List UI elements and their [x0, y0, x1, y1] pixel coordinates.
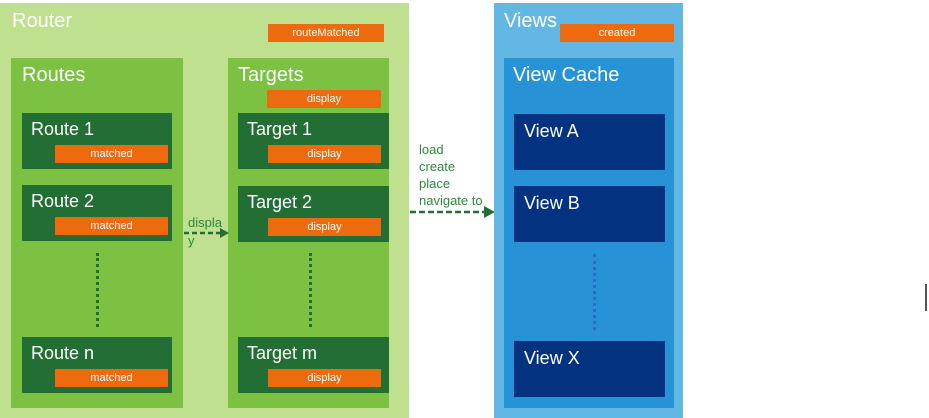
route-matched-event-tag: routeMatched: [268, 24, 384, 42]
display-edge-label-line1: displa: [188, 215, 222, 230]
view-a-box: View A: [514, 114, 665, 170]
target-2-display-tag: display: [268, 218, 381, 236]
target-2-label: Target 2: [247, 192, 313, 212]
target-m-label: Target m: [247, 343, 318, 363]
edge-label-place: place: [419, 176, 451, 191]
route-1-matched-tag: matched: [55, 145, 168, 163]
route-2-box: Route 2 matched: [22, 185, 172, 241]
edge-marker: [925, 284, 927, 311]
display-arrow: [184, 228, 229, 238]
target-1-display-tag: display: [268, 145, 381, 163]
route-n-box: Route n matched: [22, 337, 172, 393]
view-a-label: View A: [524, 121, 579, 141]
routes-ellipsis: [96, 253, 99, 327]
target-m-display-tag: display: [268, 369, 381, 387]
edge-label-load: load: [419, 142, 444, 157]
edge-label-create: create: [419, 159, 456, 174]
display-edge-label-line2: y: [188, 233, 195, 248]
route-2-matched-tag: matched: [55, 217, 168, 235]
view-cache-title: View Cache: [513, 64, 620, 86]
targets-ellipsis: [309, 253, 312, 327]
views-ellipsis: [593, 254, 596, 330]
targets-display-tag: display: [267, 90, 381, 108]
route-1-label: Route 1: [31, 119, 95, 139]
target-m-box: Target m display: [238, 337, 389, 393]
view-b-box: View B: [514, 186, 665, 242]
view-x-label: View X: [524, 348, 580, 368]
target-1-box: Target 1 display: [238, 113, 389, 169]
routes-title: Routes: [22, 64, 86, 86]
target-2-box: Target 2 display: [238, 186, 389, 242]
route-n-matched-tag: matched: [55, 369, 168, 387]
route-2-label: Route 2: [31, 191, 95, 211]
view-x-box: View X: [514, 341, 665, 397]
target-1-label: Target 1: [247, 119, 313, 139]
targets-title: Targets: [238, 64, 304, 86]
navigate-arrow: [410, 206, 495, 218]
view-b-label: View B: [524, 193, 580, 213]
edge-label-navigate-to: navigate to: [419, 193, 483, 208]
route-n-label: Route n: [31, 343, 95, 363]
views-created-tag: created: [560, 24, 674, 42]
views-title: Views: [504, 10, 557, 32]
route-1-box: Route 1 matched: [22, 113, 172, 169]
router-title: Router: [12, 10, 73, 32]
